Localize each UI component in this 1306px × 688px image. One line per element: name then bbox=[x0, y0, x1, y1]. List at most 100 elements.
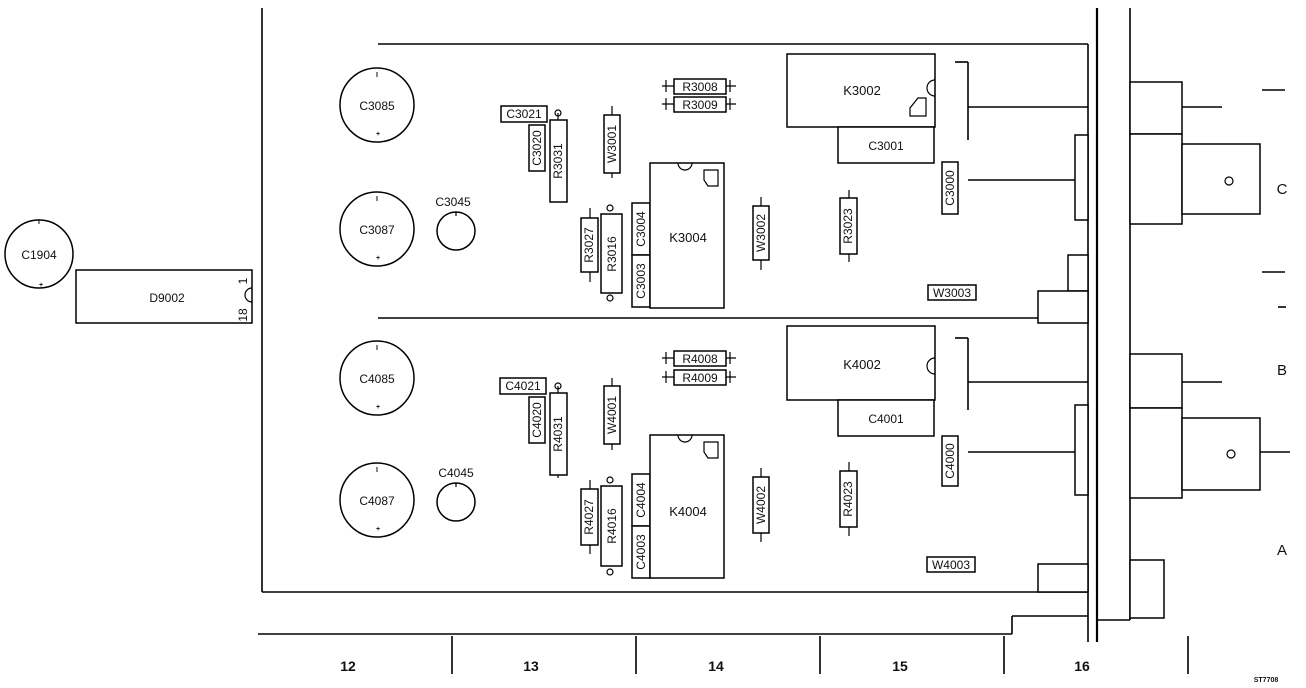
w3001-jumper: W3001 bbox=[603, 106, 621, 178]
svg-text:C3087: C3087 bbox=[359, 223, 395, 237]
svg-text:C4087: C4087 bbox=[359, 494, 395, 508]
r3031-resistor: R3031 bbox=[549, 109, 568, 203]
connector-area bbox=[1037, 81, 1290, 619]
c4045-capacitor: C4045 bbox=[436, 466, 476, 522]
w3002-jumper: W3002 bbox=[752, 197, 770, 270]
c4085-capacitor: I C4085 + bbox=[339, 340, 415, 416]
c3045-capacitor: C3045 bbox=[435, 195, 476, 251]
svg-text:+: + bbox=[376, 131, 380, 138]
r3009-resistor: R3009 bbox=[662, 96, 736, 113]
svg-text:C3021: C3021 bbox=[506, 107, 542, 121]
c4020-part: C4020 bbox=[528, 396, 546, 444]
svg-text:R3031: R3031 bbox=[551, 143, 565, 179]
r4023-resistor: R4023 bbox=[839, 462, 858, 536]
svg-text:R4023: R4023 bbox=[841, 481, 855, 517]
svg-text:W3003: W3003 bbox=[933, 286, 971, 300]
svg-text:W4002: W4002 bbox=[754, 486, 768, 524]
svg-text:R3027: R3027 bbox=[582, 227, 596, 263]
r4016-resistor: R4016 bbox=[600, 476, 623, 576]
c4003-part: C4003 bbox=[631, 525, 651, 579]
c3087-capacitor: I C3087 + bbox=[339, 191, 415, 267]
grid-column-ruler: 12 13 14 15 16 bbox=[340, 636, 1189, 674]
grid-col-12: 12 bbox=[340, 658, 356, 674]
svg-text:C4000: C4000 bbox=[943, 443, 957, 479]
svg-text:C4085: C4085 bbox=[359, 372, 395, 386]
svg-text:I: I bbox=[376, 196, 378, 203]
r3027-resistor: R3027 bbox=[580, 208, 599, 282]
r4031-resistor: R4031 bbox=[549, 382, 568, 478]
document-id: ST7708 bbox=[1254, 677, 1279, 684]
c3000-part: C3000 bbox=[941, 161, 1075, 215]
d9002-chip: D9002 1 18 bbox=[75, 269, 253, 324]
svg-text:C4021: C4021 bbox=[505, 379, 541, 393]
svg-text:C3001: C3001 bbox=[868, 139, 904, 153]
svg-text:K3002: K3002 bbox=[843, 83, 881, 98]
svg-text:R3008: R3008 bbox=[682, 80, 718, 94]
c4001-part: C4001 bbox=[837, 399, 935, 437]
svg-text:K3004: K3004 bbox=[669, 230, 707, 245]
svg-text:C4004: C4004 bbox=[634, 482, 648, 518]
svg-text:18: 18 bbox=[236, 308, 250, 322]
svg-text:K4002: K4002 bbox=[843, 357, 881, 372]
svg-text:R4016: R4016 bbox=[605, 508, 619, 544]
svg-text:C3045: C3045 bbox=[435, 195, 471, 209]
svg-text:K4004: K4004 bbox=[669, 504, 707, 519]
svg-text:+: + bbox=[376, 255, 380, 262]
r4027-resistor: R4027 bbox=[580, 480, 599, 554]
svg-text:C3020: C3020 bbox=[530, 130, 544, 166]
svg-text:R3016: R3016 bbox=[605, 236, 619, 272]
w4001-jumper: W4001 bbox=[603, 378, 621, 450]
w3003-jumper: W3003 bbox=[927, 284, 977, 301]
c4000-part: C4000 bbox=[941, 435, 1075, 487]
k4002-relay: K4002 bbox=[786, 325, 1088, 410]
c3085-capacitor: I C3085 + bbox=[339, 67, 415, 143]
svg-text:I: I bbox=[376, 345, 378, 352]
row-label-a: A bbox=[1277, 542, 1287, 559]
svg-text:W4001: W4001 bbox=[605, 396, 619, 434]
svg-text:C1904: C1904 bbox=[21, 248, 57, 262]
svg-text:+: + bbox=[376, 404, 380, 411]
r4008-resistor: R4008 bbox=[662, 350, 736, 367]
row-labels: C B A bbox=[1277, 181, 1288, 559]
svg-text:1: 1 bbox=[236, 277, 250, 284]
r3023-resistor: R3023 bbox=[839, 190, 858, 262]
k3002-relay: K3002 bbox=[786, 53, 1088, 140]
svg-text:C4020: C4020 bbox=[530, 402, 544, 438]
svg-text:R4027: R4027 bbox=[582, 499, 596, 535]
r3008-resistor: R3008 bbox=[662, 78, 736, 95]
c3004-part: C3004 bbox=[631, 202, 651, 256]
w4002-jumper: W4002 bbox=[752, 468, 770, 542]
grid-col-14: 14 bbox=[708, 658, 724, 674]
svg-text:C3004: C3004 bbox=[634, 211, 648, 247]
svg-text:D9002: D9002 bbox=[149, 291, 185, 305]
c3001-part: C3001 bbox=[837, 126, 935, 164]
k4004-relay: K4004 bbox=[649, 434, 725, 579]
w4003-jumper: W4003 bbox=[926, 556, 976, 573]
svg-text:R4009: R4009 bbox=[682, 371, 718, 385]
svg-text:C3000: C3000 bbox=[943, 170, 957, 206]
svg-text:R4031: R4031 bbox=[551, 416, 565, 452]
svg-text:C4003: C4003 bbox=[634, 534, 648, 570]
svg-text:C3085: C3085 bbox=[359, 99, 395, 113]
k3004-relay: K3004 bbox=[649, 162, 725, 309]
grid-col-15: 15 bbox=[892, 658, 908, 674]
c3021-label: C3021 bbox=[500, 105, 548, 123]
row-label-c: C bbox=[1277, 181, 1288, 198]
c1904-capacitor: I C1904 + bbox=[4, 219, 74, 289]
c4021-label: C4021 bbox=[499, 377, 547, 395]
c3003-part: C3003 bbox=[631, 254, 651, 308]
svg-text:R3009: R3009 bbox=[682, 98, 718, 112]
grid-col-13: 13 bbox=[523, 658, 539, 674]
svg-text:W3001: W3001 bbox=[605, 125, 619, 163]
r4009-resistor: R4009 bbox=[662, 369, 736, 386]
svg-text:W4003: W4003 bbox=[932, 558, 970, 572]
svg-text:I: I bbox=[38, 219, 40, 226]
svg-text:C4045: C4045 bbox=[438, 466, 474, 480]
svg-text:I: I bbox=[376, 72, 378, 79]
svg-text:I: I bbox=[376, 467, 378, 474]
svg-text:+: + bbox=[39, 282, 43, 289]
svg-text:+: + bbox=[376, 526, 380, 533]
svg-text:C3003: C3003 bbox=[634, 263, 648, 299]
